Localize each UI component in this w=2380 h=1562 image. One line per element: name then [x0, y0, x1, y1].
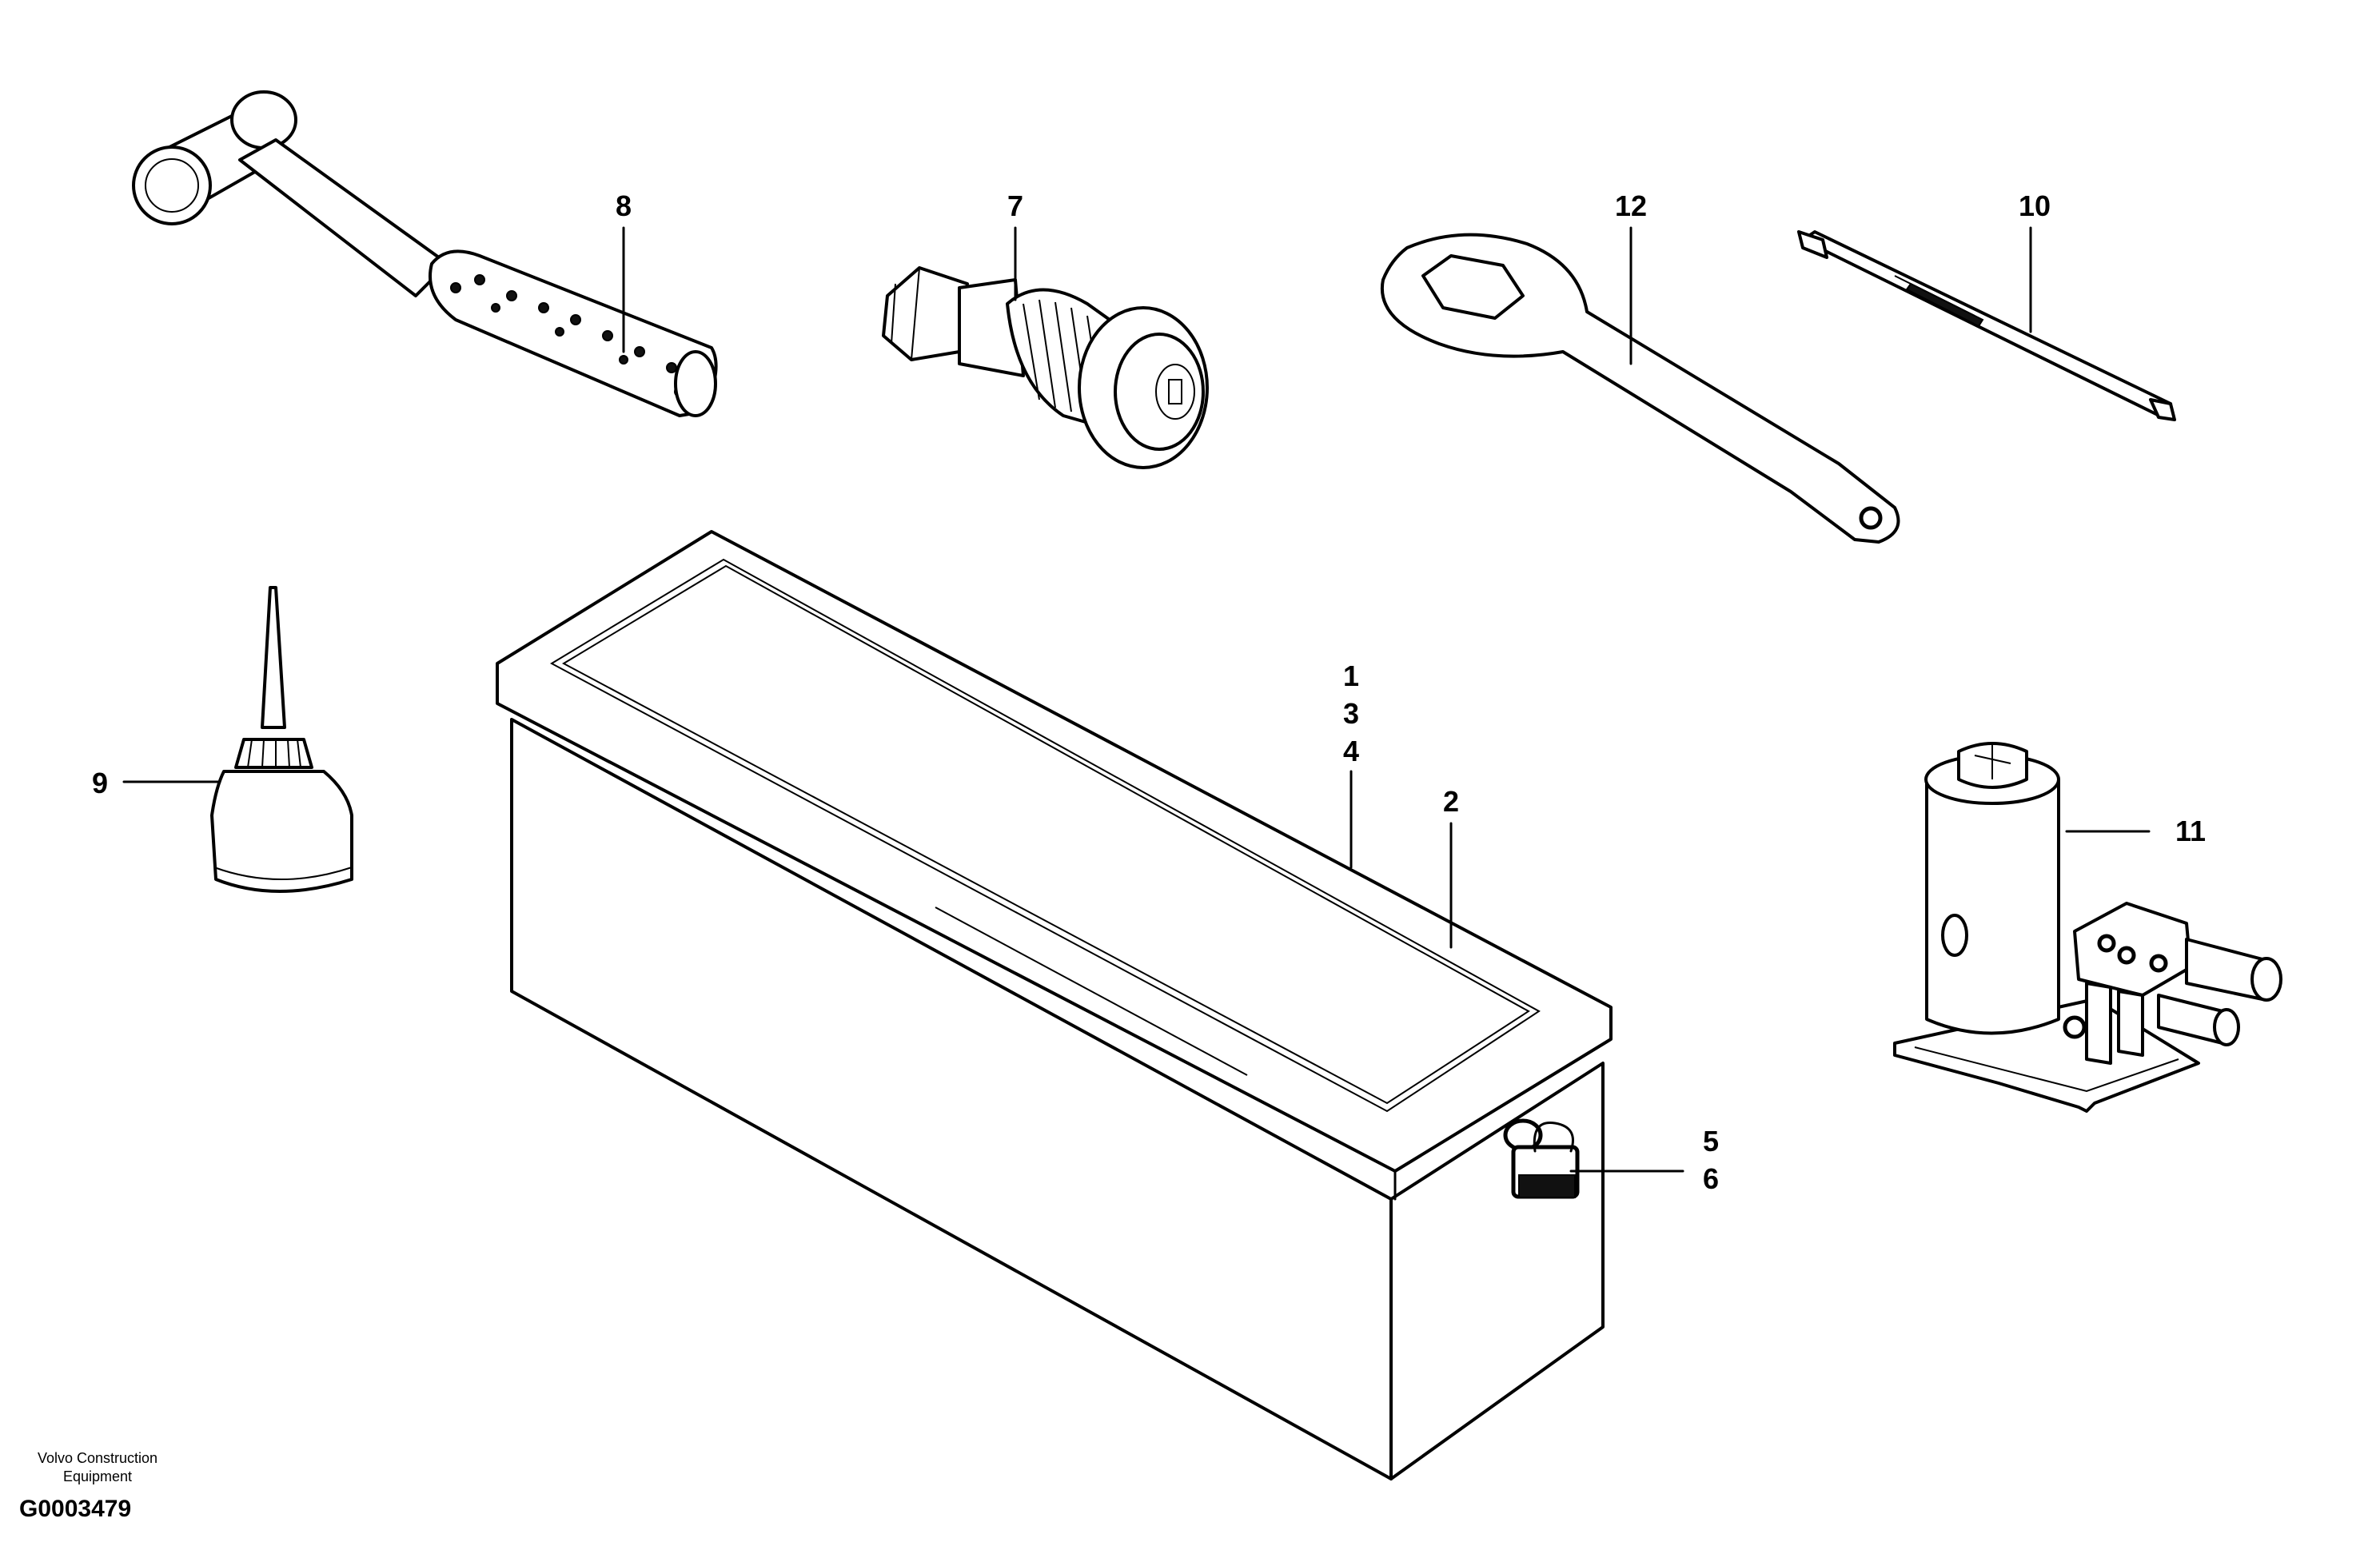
jack-pump-leg	[2085, 982, 2112, 1065]
jack-cylinder	[1925, 763, 2060, 1035]
hammer-shaft	[238, 138, 449, 297]
oil-can-body	[210, 770, 353, 893]
brand-line-2: Equipment	[63, 1468, 132, 1484]
oil-can	[210, 586, 353, 893]
document-id: G0003479	[19, 1496, 131, 1522]
box-wrench	[1380, 233, 1900, 544]
bottle-jack	[1893, 742, 2282, 1113]
wrench-hex-opening	[1421, 254, 1525, 320]
oil-can-cap	[234, 738, 313, 769]
callout-1: 1	[1343, 659, 1359, 692]
rod-tool	[1797, 230, 2176, 421]
callouts: 8 7 12 10 9 1 3 4 2 11 5 6	[92, 189, 2206, 1195]
toolbox	[496, 530, 1613, 1480]
footer: Volvo Construction Equipment G0003479	[19, 1450, 157, 1522]
callout-5: 5	[1703, 1125, 1719, 1158]
padlock-base	[1518, 1174, 1576, 1198]
callout-2: 2	[1443, 785, 1459, 818]
callout-7: 7	[1007, 189, 1023, 222]
callout-10: 10	[2019, 189, 2051, 222]
brand-line-1: Volvo Construction	[38, 1450, 157, 1466]
toolbox-lid-panel	[549, 558, 1541, 1113]
callout-9: 9	[92, 767, 108, 799]
hammer-grip	[429, 249, 718, 417]
leader-lines	[122, 226, 2151, 1173]
rod-shaft	[1801, 230, 2172, 419]
callout-6: 6	[1703, 1162, 1719, 1195]
coupling-nut	[882, 266, 969, 361]
hammer	[132, 90, 718, 417]
callout-8: 8	[616, 189, 632, 222]
callout-11: 11	[2175, 815, 2206, 847]
wrench-body	[1380, 233, 1900, 544]
rod-tip	[1797, 230, 1828, 259]
callout-12: 12	[1615, 189, 1647, 222]
quick-coupling	[882, 266, 1209, 469]
wrench-hanging-hole	[1859, 506, 1883, 530]
oil-can-spout	[261, 586, 286, 729]
callout-3: 3	[1343, 697, 1359, 730]
callout-4: 4	[1343, 735, 1359, 767]
